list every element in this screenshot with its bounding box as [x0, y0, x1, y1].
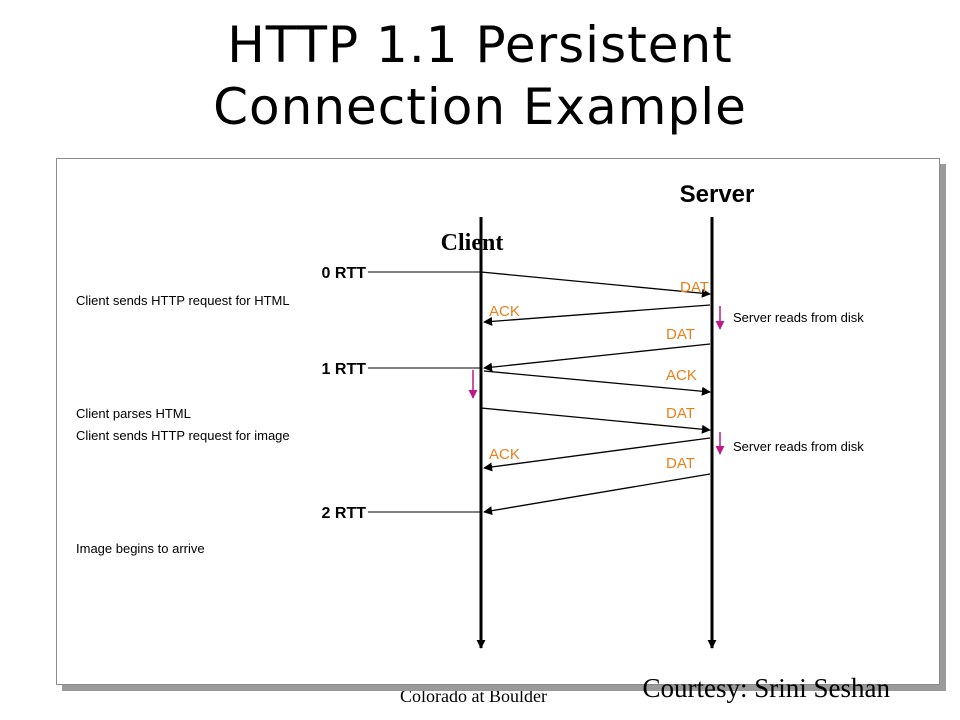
event-text-3: Image begins to arrive	[76, 541, 205, 556]
message-arrow-dat-request-html	[480, 271, 711, 298]
message-arrow-ack-2	[483, 370, 711, 396]
courtesy-text: Courtesy: Srini Seshan	[643, 673, 891, 703]
slide-title: HTTP 1.1 Persistent Connection Example	[0, 14, 960, 138]
message-arrow-dat-request-image	[480, 407, 711, 434]
server-note-0: Server reads from disk	[733, 310, 864, 325]
rtt-label-0: 0 RTT	[322, 265, 367, 282]
message-arrow-ack-3	[483, 437, 711, 472]
message-label-3: ACK	[666, 367, 697, 384]
title-line-2: Connection Example	[213, 78, 747, 136]
event-text-0: Client sends HTTP request for HTML	[76, 293, 290, 308]
message-label-4: DAT	[666, 405, 695, 422]
message-arrow-ack-1	[483, 304, 711, 326]
rtt-label-2: 2 RTT	[322, 505, 367, 522]
client-label: Client	[441, 230, 504, 256]
message-label-6: DAT	[666, 455, 695, 472]
footer-institution: Colorado at Boulder	[400, 686, 547, 706]
server-label: Server	[680, 181, 755, 208]
message-label-1: ACK	[489, 303, 520, 320]
diagram-panel	[56, 158, 940, 685]
message-arrow-dat-image-response	[483, 473, 711, 516]
rtt-label-1: 1 RTT	[322, 361, 367, 378]
message-label-2: DAT	[666, 326, 695, 343]
event-text-1: Client parses HTML	[76, 406, 191, 421]
message-label-5: ACK	[489, 446, 520, 463]
server-note-1: Server reads from disk	[733, 439, 864, 454]
message-arrow-dat-html-response	[483, 343, 711, 372]
event-text-2: Client sends HTTP request for image	[76, 428, 290, 443]
title-line-1: HTTP 1.1 Persistent	[227, 16, 733, 74]
message-label-0: DAT	[680, 279, 709, 296]
